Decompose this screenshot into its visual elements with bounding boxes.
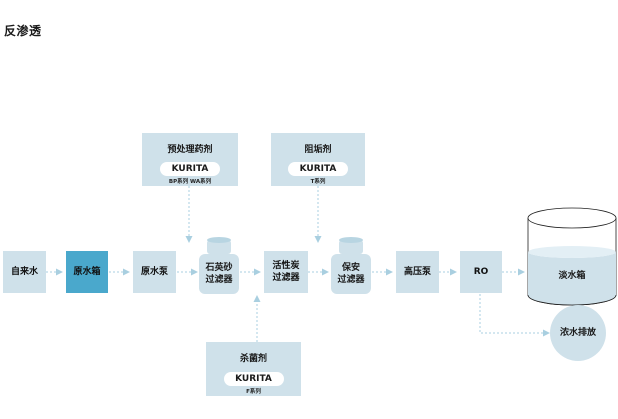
pretreatment-series: BP系列 WA系列 — [168, 179, 212, 185]
sand-filter-label-line1: 石英砂 — [205, 263, 233, 273]
safety-filter-label-line1: 保安 — [341, 263, 360, 273]
safety-filter-label-line2: 过滤器 — [337, 275, 365, 285]
tap-water-label: 自来水 — [10, 267, 38, 277]
arrow-ro-to-concentrate — [479, 294, 550, 337]
raw-water-pump-label: 原水泵 — [140, 267, 168, 277]
high-pressure-pump-box: 高压泵 — [396, 251, 439, 293]
concentrate-circle — [550, 305, 606, 361]
antiscalant-chem-title: 阻垢剂 — [304, 145, 332, 155]
pretreatment-brand-pill: KURITA — [160, 162, 220, 176]
sand-filter-label-line2: 过滤器 — [205, 275, 233, 285]
carbon-filter-label-line1: 活性炭 — [272, 261, 300, 271]
fresh-water-tank — [527, 207, 617, 306]
tap-water-box: 自来水 — [3, 251, 46, 293]
pretreatment-chem-title: 预处理药剂 — [167, 145, 213, 155]
antiscalant-chem-box: 阻垢剂 KURITA T系列 — [271, 133, 365, 186]
biocide-chem-title: 杀菌剂 — [239, 354, 267, 364]
biocide-brand-pill: KURITA — [223, 372, 284, 386]
biocide-series: F系列 — [246, 389, 261, 395]
raw-water-tank-box: 原水箱 — [66, 251, 108, 293]
concentrate-discharge-label: 浓水排放 — [559, 328, 596, 338]
carbon-filter-box: 活性炭 过滤器 — [264, 251, 308, 293]
pretreatment-chem-box: 预处理药剂 KURITA BP系列 WA系列 — [142, 133, 238, 186]
antiscalant-brand-pill: KURITA — [288, 162, 348, 176]
fresh-water-tank-label: 淡水箱 — [558, 271, 586, 281]
raw-water-pump-box: 原水泵 — [133, 251, 176, 293]
high-pressure-pump-label: 高压泵 — [403, 267, 431, 277]
page-title: 反渗透 — [4, 24, 42, 38]
carbon-filter-label-line2: 过滤器 — [272, 273, 300, 283]
safety-filter-label: 保安 过滤器 — [331, 262, 371, 286]
ro-box: RO — [460, 251, 502, 293]
raw-water-tank-label: 原水箱 — [73, 267, 101, 277]
sand-filter-vessel — [199, 237, 239, 294]
biocide-chem-box: 杀菌剂 KURITA F系列 — [206, 342, 301, 396]
sand-filter-label: 石英砂 过滤器 — [199, 262, 239, 286]
safety-filter-vessel — [331, 237, 371, 294]
antiscalant-series: T系列 — [310, 179, 326, 185]
ro-label: RO — [473, 267, 489, 277]
